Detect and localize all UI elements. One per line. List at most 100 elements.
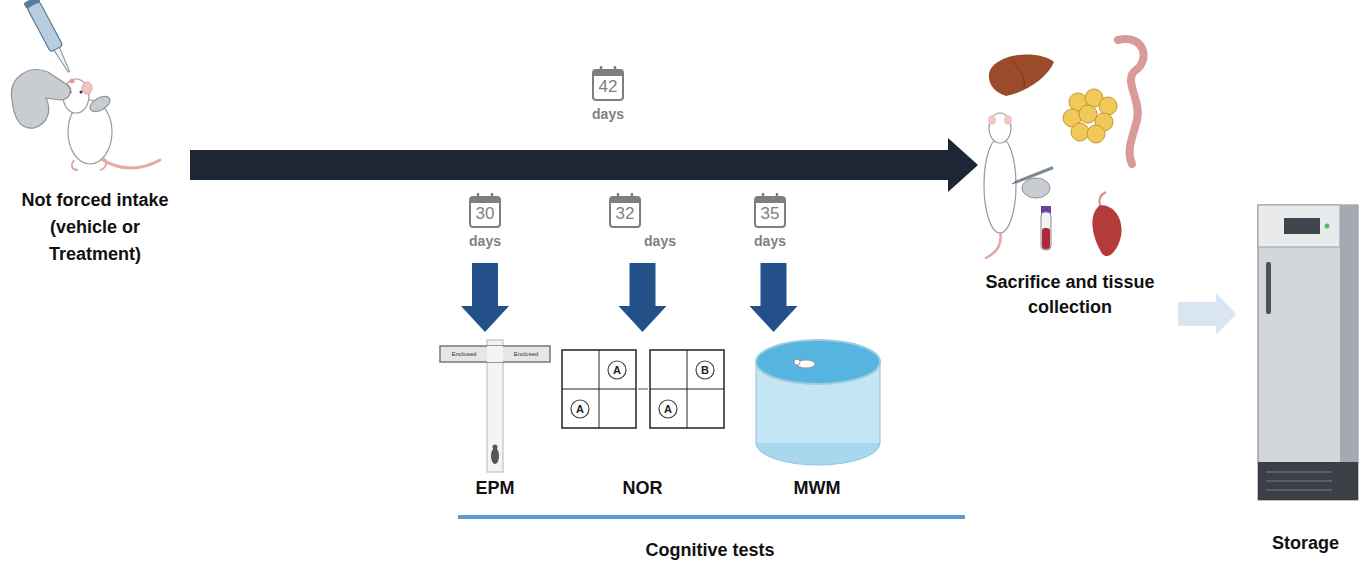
object-letter: A — [576, 403, 584, 415]
water-maze-illustration — [880, 362, 881, 443]
freezer-illustration — [1340, 205, 1358, 500]
calendar-ring — [491, 194, 494, 200]
day-number: 32 — [610, 203, 640, 225]
water-maze-illustration — [794, 359, 800, 365]
novel-object-arenas — [638, 389, 648, 390]
plus-maze-illustration — [487, 346, 503, 362]
arm-label: Enclosed — [452, 351, 477, 357]
test-step: EPM — [440, 338, 550, 500]
calendar-ring — [600, 67, 603, 73]
calendar-ring — [614, 67, 617, 73]
tissue-collection-illustration — [1012, 60, 1024, 88]
novel-object-arenas — [650, 389, 724, 390]
freezer-illustration — [1266, 480, 1332, 482]
novel-object-arenas — [562, 350, 636, 428]
calendar-ring — [477, 194, 480, 200]
dosing-illustration — [23, 0, 76, 76]
object-letter: A — [613, 364, 621, 376]
calendar-ring — [762, 194, 765, 200]
day-unit: days — [592, 106, 624, 122]
calendar-icon — [755, 197, 785, 227]
day-number: 30 — [470, 203, 500, 225]
dosing-illustration — [54, 47, 72, 73]
tissue-collection-illustration — [986, 232, 1001, 258]
freezer-illustration — [1258, 205, 1358, 500]
tissue-collection-illustration — [989, 54, 1054, 96]
sacrifice-step: Sacrifice and tissue collection — [980, 30, 1160, 320]
plus-maze-illustration — [491, 448, 499, 464]
dosing-illustration — [80, 91, 83, 94]
freezer-illustration — [1258, 462, 1358, 500]
novel-object-arenas — [562, 389, 636, 390]
tissue-collection-illustration — [1099, 192, 1106, 205]
day-calendar: 42 days — [583, 66, 633, 128]
dosing-illustration — [100, 158, 106, 170]
tissue-collection-illustration — [984, 137, 1016, 233]
tissue-collection-illustration — [1042, 228, 1050, 249]
node-label: EPM — [475, 476, 514, 500]
calendar-ring — [617, 194, 620, 200]
tissue-collection-illustration — [1087, 125, 1105, 143]
dosing-illustration — [11, 0, 160, 170]
tissue-collection-illustration — [1022, 178, 1050, 198]
day-calendar: 32days — [600, 193, 685, 255]
novel-object-arenas — [608, 361, 626, 379]
day-unit: days — [644, 233, 676, 249]
node-label: Not forced intake (vehicle or Treatment) — [9, 187, 181, 268]
tissue-collection-illustration — [1041, 212, 1051, 250]
calendar-band — [610, 197, 640, 203]
tissue-collection-illustration — [984, 39, 1144, 258]
dosing-illustration — [100, 158, 160, 168]
dosing-illustration — [11, 70, 70, 128]
day-unit: days — [754, 233, 786, 249]
day-number: 42 — [593, 76, 623, 98]
freezer-illustration — [1266, 489, 1332, 491]
tissue-collection-illustration — [1099, 97, 1117, 115]
day-number: 35 — [755, 203, 785, 225]
freezer-illustration — [1325, 224, 1330, 229]
calendar-icon — [470, 197, 500, 227]
calendar-ring — [776, 194, 779, 200]
calendar-band — [593, 70, 623, 76]
intake-step: Not forced intake (vehicle or Treatment) — [0, 0, 190, 268]
calendar-band — [470, 197, 500, 203]
calendar-icon — [593, 70, 623, 100]
test-arrow — [461, 263, 509, 332]
dosing-illustration — [87, 93, 112, 114]
tissue-collection-illustration — [1092, 205, 1121, 256]
test-step: NOR — [560, 338, 725, 500]
storage-step: Storage — [1240, 200, 1371, 555]
day-calendar: 30days — [460, 193, 510, 255]
group-bracket — [458, 515, 965, 519]
water-maze-illustration — [756, 340, 880, 384]
tissue-collection-illustration — [1071, 123, 1089, 141]
novel-object-arenas — [571, 400, 589, 418]
calendar-icon — [470, 194, 500, 227]
calendar-icon — [610, 194, 640, 227]
tissue-collection-illustration — [1063, 89, 1117, 143]
arm-label: Enclosed — [514, 351, 539, 357]
freezer-illustration — [1258, 205, 1340, 247]
dosing-illustration — [27, 1, 63, 52]
freezer-illustration — [1266, 471, 1332, 473]
calendar-icon — [755, 194, 785, 227]
tissue-collection-illustration — [1004, 115, 1012, 125]
novel-object-arenas — [659, 400, 677, 418]
tissue-collection-illustration — [1016, 168, 1052, 182]
test-arrow — [619, 263, 667, 332]
calendar-icon — [593, 67, 623, 100]
object-letter: A — [664, 403, 672, 415]
tissue-collection-illustration — [989, 113, 1011, 143]
plus-maze-illustration — [487, 340, 503, 472]
freezer-illustration — [1266, 262, 1271, 314]
plus-maze-illustration — [440, 340, 550, 472]
tissue-collection-illustration — [988, 115, 996, 125]
timeline-arrow — [190, 138, 978, 192]
freezer-illustration — [1258, 205, 1358, 500]
calendar-ring — [631, 194, 634, 200]
novel-object-arenas — [562, 350, 724, 428]
